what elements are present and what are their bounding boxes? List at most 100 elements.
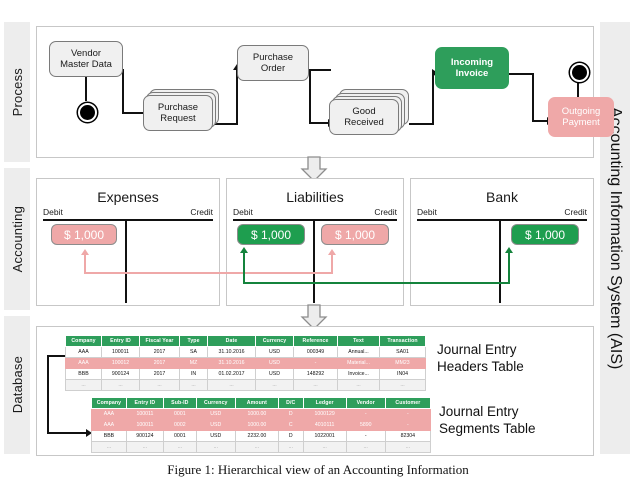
process-node-good-received-stack: Good Received: [329, 89, 417, 139]
process-node-good-received-label: Good Received: [344, 105, 384, 129]
ais-label-text: Accounting Information System (AIS): [607, 106, 624, 370]
cell: 01.02.2017: [207, 368, 256, 380]
column-header: Currency: [255, 335, 294, 347]
flow-green-horizontal: [243, 282, 510, 284]
journal-entry-segments-table[interactable]: Company Entry ID Sub-ID Currency Amount …: [91, 397, 432, 453]
figure-caption: Figure 1: Hierarchical view of an Accoun…: [167, 462, 469, 477]
t-account-liabilities-debit-label: Debit: [233, 207, 253, 217]
column-header: Currency: [195, 397, 236, 409]
column-header: Text: [337, 335, 380, 347]
table-row-highlighted[interactable]: AAA 100011 0002 USD 1000.00 C 4010111 58…: [91, 419, 432, 431]
cell: ...: [379, 379, 426, 391]
cell: ...: [337, 379, 380, 391]
cell: -: [384, 419, 432, 431]
process-node-outgoing-payment[interactable]: Outgoing Payment: [548, 97, 614, 137]
table-row-ellipsis: ... ... ... ... ... ... ... ... ...: [91, 441, 432, 453]
process-node-purchase-request[interactable]: Purchase Request: [143, 95, 213, 131]
flow-green-right-arrowhead: [505, 247, 513, 253]
table-row[interactable]: AAA 100011 2017 SA 31.10.2016 USD 000349…: [65, 346, 426, 358]
t-account-expenses-debit-amount: $ 1,000: [51, 224, 117, 245]
cell: 100011: [101, 346, 140, 358]
process-node-vendor-master-data[interactable]: Vendor Master Data: [49, 41, 123, 77]
t-account-liabilities-debit-amount: $ 1,000: [237, 224, 305, 245]
t-account-bank-vline: [499, 219, 501, 303]
column-header: Customer: [384, 397, 432, 409]
t-account-bank: Bank Debit Credit $ 1,000: [410, 178, 594, 306]
band-label-accounting-text: Accounting: [9, 205, 25, 273]
journal-entry-headers-table[interactable]: Company Entry ID Fiscal Year Type Date C…: [65, 335, 426, 391]
column-header: Amount: [234, 397, 279, 409]
flow-green-right-riser: [508, 252, 510, 283]
cell: ...: [65, 379, 102, 391]
band-label-process: Process: [4, 22, 30, 162]
cell: 000349: [293, 346, 338, 358]
cell: ...: [277, 441, 304, 453]
band-label-database: Database: [4, 316, 30, 454]
process-node-incoming-invoice[interactable]: Incoming Invoice: [435, 47, 509, 89]
cell: ...: [384, 441, 432, 453]
connector-invoice-to-payment-h: [509, 73, 533, 75]
ais-label: Accounting Information System (AIS): [600, 22, 630, 454]
t-account-bank-hline: [417, 219, 587, 221]
t-account-expenses-title: Expenses: [97, 189, 159, 205]
cell: ...: [101, 379, 140, 391]
cell: 2232.00: [234, 430, 279, 442]
cell: 1022001: [302, 430, 347, 442]
cell: SA01: [379, 346, 426, 358]
t-account-liabilities-hline: [233, 219, 397, 221]
cell: -: [345, 408, 386, 420]
connector-headers-to-segments-h-top: [47, 355, 65, 357]
connector-headers-to-segments-v: [47, 355, 49, 433]
process-node-incoming-invoice-label: Incoming Invoice: [450, 56, 494, 80]
arrowhead-to-segments-table: [86, 429, 92, 437]
cell: Material...: [337, 357, 380, 369]
journal-entry-headers-table-caption: Journal Entry Headers Table: [437, 342, 524, 374]
flow-arrow-process-to-accounting: [300, 156, 328, 182]
cell: 1000129: [302, 408, 347, 420]
process-node-purchase-request-stack: Purchase Request: [143, 89, 223, 137]
journal-entry-segments-table-caption: Journal Entry Segments Table: [439, 404, 536, 436]
connector-vendor-to-request: [122, 69, 124, 113]
table-row-highlighted[interactable]: AAA 100012 2017 MZ 31.10.2016 USD - Mate…: [65, 357, 426, 369]
connector-invoice-to-payment-v: [532, 73, 534, 121]
t-account-expenses-vline: [125, 219, 127, 303]
cell: USD: [255, 368, 294, 380]
process-node-purchase-order[interactable]: Purchase Order: [237, 45, 309, 81]
column-header: Company: [65, 335, 102, 347]
cell: 100011: [125, 408, 164, 420]
t-account-liabilities-credit-amount: $ 1,000: [321, 224, 389, 245]
cell: 1000.00: [234, 408, 279, 420]
flow-green-left-riser: [243, 252, 245, 283]
cell: AAA: [91, 419, 127, 431]
flow-red-right-arrowhead: [328, 249, 336, 255]
flow-green-left-arrowhead: [240, 247, 248, 253]
cell: SA: [179, 346, 208, 358]
connector-goods-to-invoice-v: [432, 73, 434, 125]
cell: 31.10.2016: [207, 357, 256, 369]
flow-red-left-arrowhead: [81, 249, 89, 255]
t-account-bank-credit-amount: $ 1,000: [511, 224, 579, 245]
table-row-highlighted[interactable]: AAA 100011 0001 USD 1000.00 D 1000129 - …: [91, 408, 432, 420]
t-account-bank-debit-label: Debit: [417, 207, 437, 217]
table-row[interactable]: BBB 900124 0001 USD 2232.00 D 1022001 - …: [91, 430, 432, 442]
connector-request-to-order-h: [213, 123, 237, 125]
cell: BBB: [65, 368, 102, 380]
cell: BBB: [91, 430, 127, 442]
connector-goods-to-invoice-h: [409, 123, 433, 125]
band-label-database-text: Database: [9, 356, 25, 414]
column-header: Sub-ID: [162, 397, 197, 409]
cell: MZ: [179, 357, 208, 369]
flow-arrow-accounting-to-database: [300, 304, 328, 330]
t-account-bank-title: Bank: [486, 189, 518, 205]
process-node-good-received[interactable]: Good Received: [329, 99, 399, 135]
table-header-row: Company Entry ID Fiscal Year Type Date C…: [65, 335, 426, 347]
t-account-liabilities-title: Liabilities: [286, 189, 344, 205]
cell: AAA: [65, 346, 102, 358]
t-account-expenses-debit-label: Debit: [43, 207, 63, 217]
cell: 2017: [139, 357, 180, 369]
cell: ...: [179, 379, 208, 391]
table-row[interactable]: BBB 900124 2017 IN 01.02.2017 USD 148292…: [65, 368, 426, 380]
cell: USD: [195, 408, 236, 420]
t-account-expenses-credit-label: Credit: [190, 207, 213, 217]
column-header: Entry ID: [101, 335, 140, 347]
